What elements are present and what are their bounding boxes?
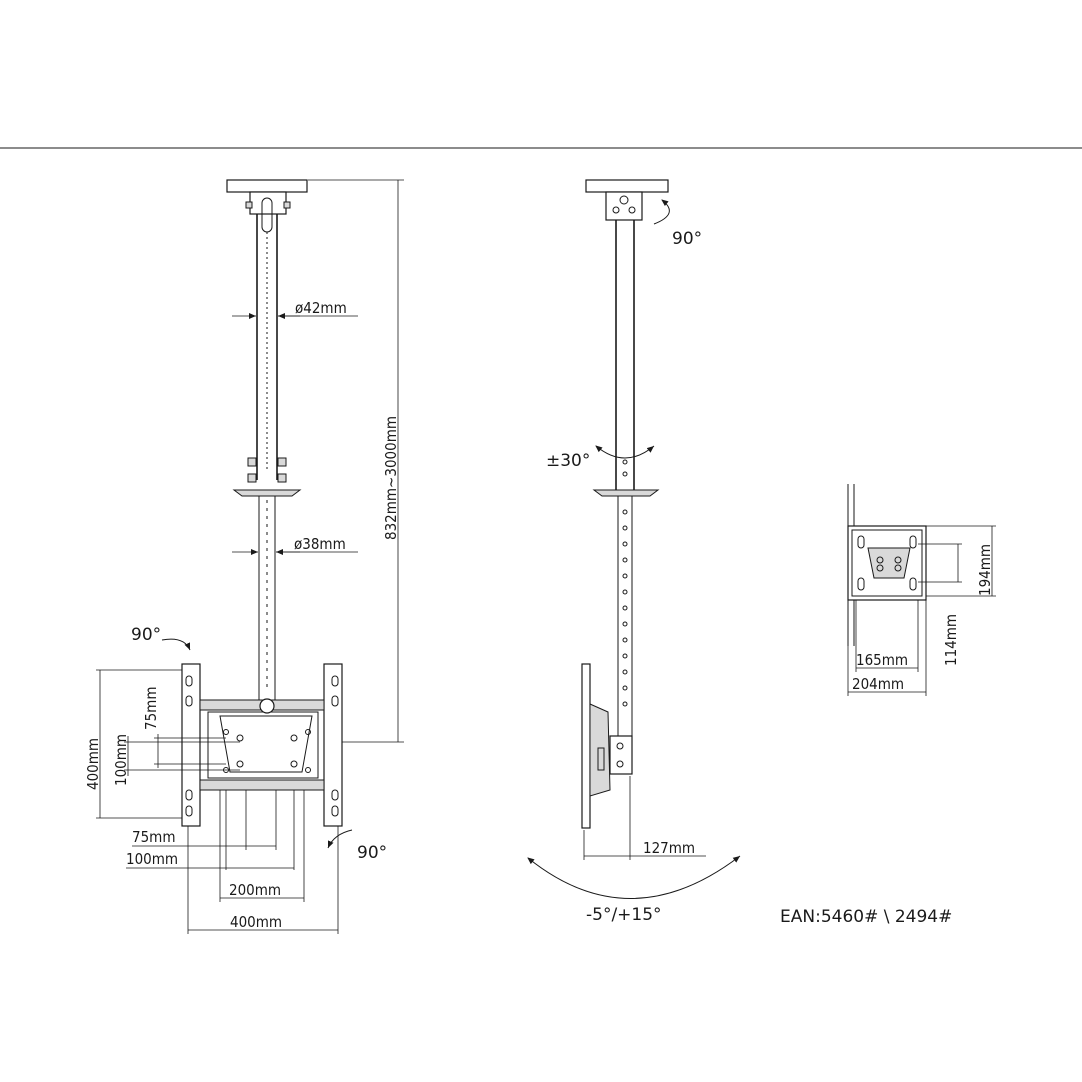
side-view: 90° ±30° bbox=[527, 179, 741, 925]
pole-upper-diameter-label: ø42mm bbox=[295, 299, 347, 317]
front-view: ø42mm ø38mm 832mm~3000mm bbox=[84, 179, 404, 934]
swivel-label: ±30° bbox=[546, 451, 590, 471]
detail-view: 194mm 114mm 165mm 204mm bbox=[847, 484, 996, 696]
height-range-label: 832mm~3000mm bbox=[382, 416, 400, 540]
ceiling-plate bbox=[226, 179, 308, 233]
vesa-height-100-label: 100mm bbox=[112, 734, 130, 786]
wall-plate bbox=[847, 525, 927, 601]
side-ceiling-plate bbox=[585, 179, 669, 221]
depth-label: 127mm bbox=[643, 839, 695, 857]
side-tilt-bracket bbox=[581, 663, 633, 829]
side-collar bbox=[592, 489, 660, 497]
vesa-width-200-label: 200mm bbox=[229, 881, 281, 899]
vesa-width-400-label: 400mm bbox=[230, 913, 282, 931]
vesa-width-100-label: 100mm bbox=[126, 850, 178, 868]
vesa-height-400-label: 400mm bbox=[84, 738, 102, 790]
pole-collar bbox=[232, 489, 302, 497]
pole-lower-diameter-label: ø38mm bbox=[294, 535, 346, 553]
adjustment-holes bbox=[622, 509, 628, 707]
tilt-left-arrow bbox=[161, 638, 191, 651]
detail-dim-114-label: 114mm bbox=[942, 614, 960, 666]
ceiling-rotation-label: 90° bbox=[672, 229, 702, 249]
tv-bracket bbox=[181, 663, 343, 827]
detail-dim-194-label: 194mm bbox=[976, 544, 994, 596]
tilt-range-label: -5°/+15° bbox=[586, 905, 662, 925]
ceiling-rotation-arrow bbox=[653, 199, 670, 225]
vesa-height-75-label: 75mm bbox=[142, 687, 160, 730]
ean-label: EAN:5460# \ 2494# bbox=[780, 907, 952, 927]
detail-dim-204-label: 204mm bbox=[852, 675, 904, 693]
vesa-width-75-label: 75mm bbox=[132, 828, 175, 846]
lower-pole bbox=[258, 496, 276, 700]
tilt-right-arrow bbox=[327, 829, 353, 849]
upper-pole bbox=[247, 214, 287, 483]
detail-dim-165-label: 165mm bbox=[856, 651, 908, 669]
swivel-arrow bbox=[595, 445, 655, 459]
tilt-right-label: 90° bbox=[357, 843, 387, 863]
tilt-left-label: 90° bbox=[131, 625, 161, 645]
tilt-range-arrow bbox=[527, 855, 741, 899]
